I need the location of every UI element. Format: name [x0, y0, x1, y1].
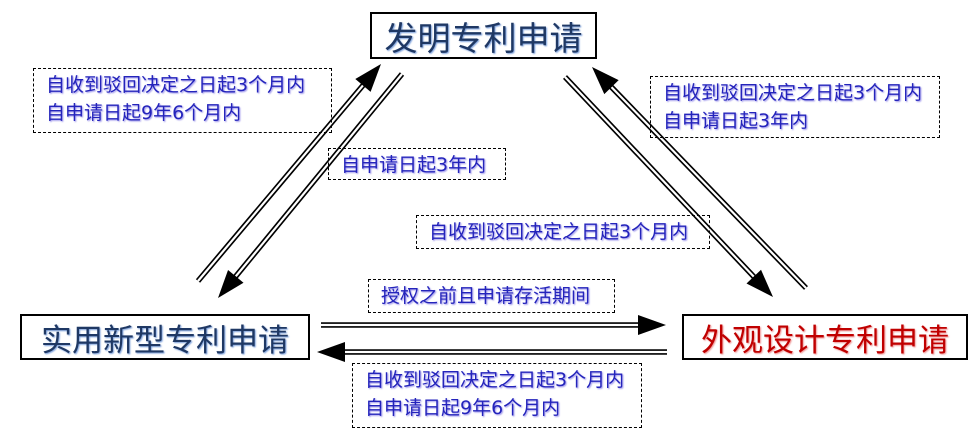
label-line: 自申请日起9年6个月内 [365, 397, 561, 419]
arrow-invention-to-design [563, 75, 773, 297]
label-design-to-invention-time: 自收到驳回决定之日起3个月内 自申请日起3年内 [650, 76, 940, 138]
arrow-invention-to-utility [218, 72, 405, 298]
arrow-design-to-invention [592, 67, 808, 290]
arrow-utility-to-design [321, 315, 666, 335]
label-invention-filing-window: 自申请日起3年内 [328, 148, 506, 180]
node-utility-label: 实用新型专利申请 [41, 322, 289, 359]
label-utility-to-invention-time: 自收到驳回决定之日起3个月内 自申请日起9年6个月内 [33, 68, 332, 133]
label-line: 自申请日起3年内 [341, 154, 487, 176]
label-reject-decision-window: 自收到驳回决定之日起3个月内 [416, 215, 710, 249]
label-line: 自申请日起3年内 [663, 110, 809, 132]
label-line: 自收到驳回决定之日起3个月内 [46, 74, 306, 96]
label-grant-alive-window: 授权之前且申请存活期间 [368, 279, 615, 313]
node-design-patent: 外观设计专利申请 [682, 314, 968, 360]
node-utility-model-patent: 实用新型专利申请 [20, 314, 310, 360]
node-invention-label: 发明专利申请 [384, 18, 583, 58]
label-line: 自收到驳回决定之日起3个月内 [429, 221, 689, 243]
node-invention-patent: 发明专利申请 [370, 12, 597, 59]
label-line: 自收到驳回决定之日起3个月内 [365, 369, 625, 391]
arrow-utility-to-invention [195, 64, 381, 283]
label-line: 授权之前且申请存活期间 [381, 285, 591, 307]
node-design-label: 外观设计专利申请 [701, 322, 949, 359]
arrow-design-to-utility [317, 342, 667, 362]
label-utility-design-bottom-time: 自收到驳回决定之日起3个月内 自申请日起9年6个月内 [352, 363, 642, 428]
label-line: 自申请日起9年6个月内 [46, 102, 242, 124]
label-line: 自收到驳回决定之日起3个月内 [663, 82, 923, 104]
